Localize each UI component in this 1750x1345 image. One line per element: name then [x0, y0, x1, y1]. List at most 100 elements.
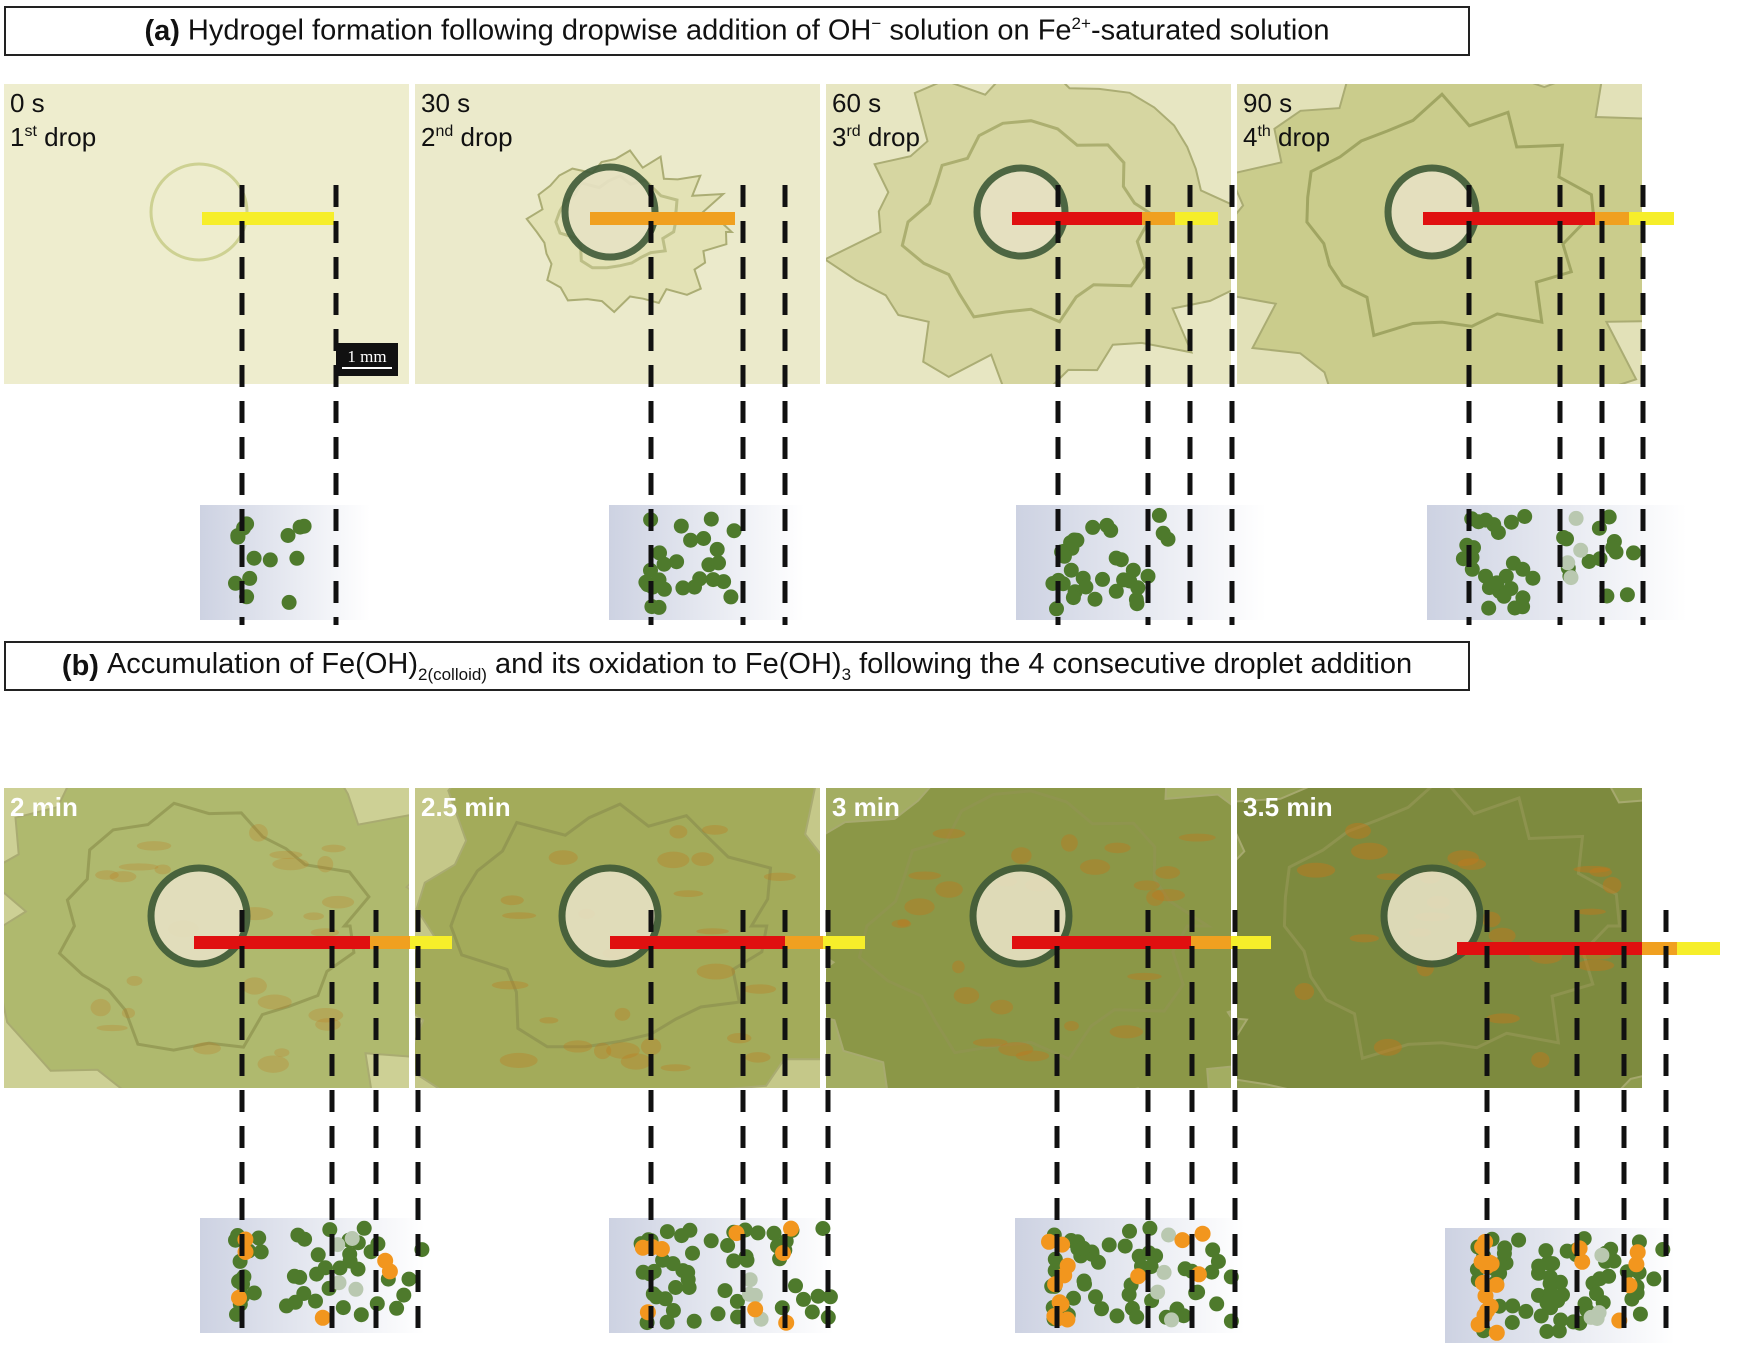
- fe-oh2-particle: [1626, 545, 1641, 561]
- gel-rim: [900, 119, 1169, 324]
- rust-patch: [640, 1038, 662, 1056]
- faded-particle: [742, 1272, 758, 1288]
- rust-patch: [317, 856, 334, 873]
- fe-oh2-particle: [1504, 1315, 1520, 1330]
- rust-patch: [908, 871, 942, 880]
- rust-patch: [1178, 833, 1216, 842]
- reaction-zone-bar: [785, 936, 823, 949]
- rust-patch: [891, 919, 912, 929]
- time-label: 90 s: [1243, 88, 1292, 118]
- rust-patch: [109, 871, 137, 883]
- faded-particle: [1568, 510, 1584, 526]
- fe-oh2-particle: [1559, 531, 1574, 547]
- fe-oh2-particle: [815, 1221, 831, 1236]
- rust-patch: [126, 975, 143, 986]
- gel-rim: [57, 801, 371, 1052]
- fe-oh2-particle: [723, 589, 739, 605]
- rust-patch: [660, 1064, 691, 1072]
- fe-oh2-particle: [253, 1244, 269, 1260]
- fe-oh2-particle: [1209, 1296, 1225, 1312]
- rust-patch: [500, 895, 524, 906]
- fe-oh2-particle: [1103, 522, 1119, 538]
- rust-patch: [269, 850, 303, 859]
- fe-oh2-particle: [262, 552, 278, 568]
- fe-oh2-particle: [1511, 1232, 1527, 1248]
- fe-oh3-particle: [1628, 1256, 1645, 1273]
- fe-oh2-particle: [251, 1230, 267, 1246]
- fe-oh2-particle: [1481, 600, 1497, 616]
- fe-oh2-particle: [1130, 580, 1146, 596]
- scale-bar-background: [336, 343, 398, 376]
- fe-oh2-particle: [1478, 568, 1493, 584]
- fe-oh2-particle: [1094, 1301, 1109, 1317]
- fe-oh2-particle: [1066, 1290, 1081, 1306]
- rust-patch: [952, 960, 965, 974]
- rust-patch: [593, 1042, 612, 1060]
- fe-oh2-particle: [228, 575, 243, 591]
- fe-oh2-particle: [389, 1300, 405, 1316]
- fe-oh2-particle: [796, 1291, 811, 1307]
- rust-patch: [249, 824, 268, 842]
- drop-label: 3rd drop: [832, 122, 920, 152]
- reaction-zone-bar: [1677, 942, 1720, 955]
- reaction-zone-bar: [1597, 942, 1642, 955]
- reaction-zone-bar: [590, 212, 735, 225]
- fe-oh2-particle: [1624, 1291, 1640, 1307]
- rust-patch: [998, 1042, 1034, 1057]
- time-label: 3 min: [832, 792, 900, 822]
- reaction-zone-bar: [1231, 936, 1271, 949]
- reaction-zone-bar: [1423, 212, 1552, 225]
- rust-patch: [1011, 847, 1032, 864]
- fe-oh2-particle: [696, 531, 712, 546]
- time-label: 3.5 min: [1243, 792, 1333, 822]
- rust-patch: [242, 977, 267, 995]
- fe-oh2-particle: [1601, 1268, 1617, 1284]
- rust-patch: [1109, 1025, 1144, 1039]
- rust-patch: [1294, 983, 1315, 1001]
- faded-particle: [741, 1286, 757, 1302]
- rust-patch: [673, 890, 704, 897]
- rust-patch: [763, 872, 796, 881]
- faded-particle: [1164, 1312, 1179, 1328]
- fe-oh2-particle: [1555, 1287, 1570, 1303]
- fe-oh2-particle: [675, 580, 691, 596]
- rust-patch: [310, 928, 339, 937]
- rust-patch: [696, 928, 729, 935]
- rust-patch: [321, 895, 355, 909]
- fe-oh2-particle: [1205, 1242, 1221, 1258]
- gel-rim: [554, 174, 679, 270]
- rust-patch: [743, 984, 777, 994]
- fe-oh2-particle: [1078, 579, 1094, 595]
- fe-oh2-particle: [356, 1220, 372, 1236]
- fe-oh2-particle: [720, 1238, 736, 1253]
- rust-patch: [1373, 1038, 1402, 1056]
- fe-oh3-particle: [747, 1301, 764, 1318]
- fe-oh2-particle: [281, 594, 297, 610]
- fe-oh2-particle: [1533, 1308, 1549, 1324]
- fe-oh2-particle: [766, 1225, 782, 1241]
- fe-oh3-particle: [314, 1309, 331, 1326]
- fe-oh2-particle: [322, 1222, 338, 1238]
- rust-patch: [669, 825, 688, 839]
- fe-oh2-particle: [1553, 1312, 1569, 1328]
- fe-oh2-particle: [297, 1231, 313, 1247]
- fe-oh2-particle: [1646, 1271, 1662, 1287]
- fe-oh2-particle: [317, 1260, 333, 1276]
- fe-oh2-particle: [1538, 1243, 1554, 1259]
- fe-oh3-particle: [783, 1220, 799, 1237]
- fe-oh2-particle: [401, 1271, 417, 1287]
- rust-patch: [321, 844, 346, 853]
- rust-patch: [1457, 858, 1487, 870]
- rust-patch: [1486, 1013, 1520, 1024]
- rust-patch: [620, 1053, 652, 1070]
- rust-patch: [274, 1048, 290, 1057]
- fe-oh2-particle: [1117, 1238, 1133, 1254]
- drop-label: 2nd drop: [421, 122, 513, 152]
- rust-patch: [1576, 959, 1615, 972]
- fe-oh2-particle: [1601, 509, 1617, 525]
- fe-oh2-particle: [729, 1293, 745, 1309]
- fe-oh3-particle: [1059, 1311, 1076, 1328]
- fe-oh2-particle: [1545, 1256, 1561, 1272]
- time-label: 0 s: [10, 88, 45, 118]
